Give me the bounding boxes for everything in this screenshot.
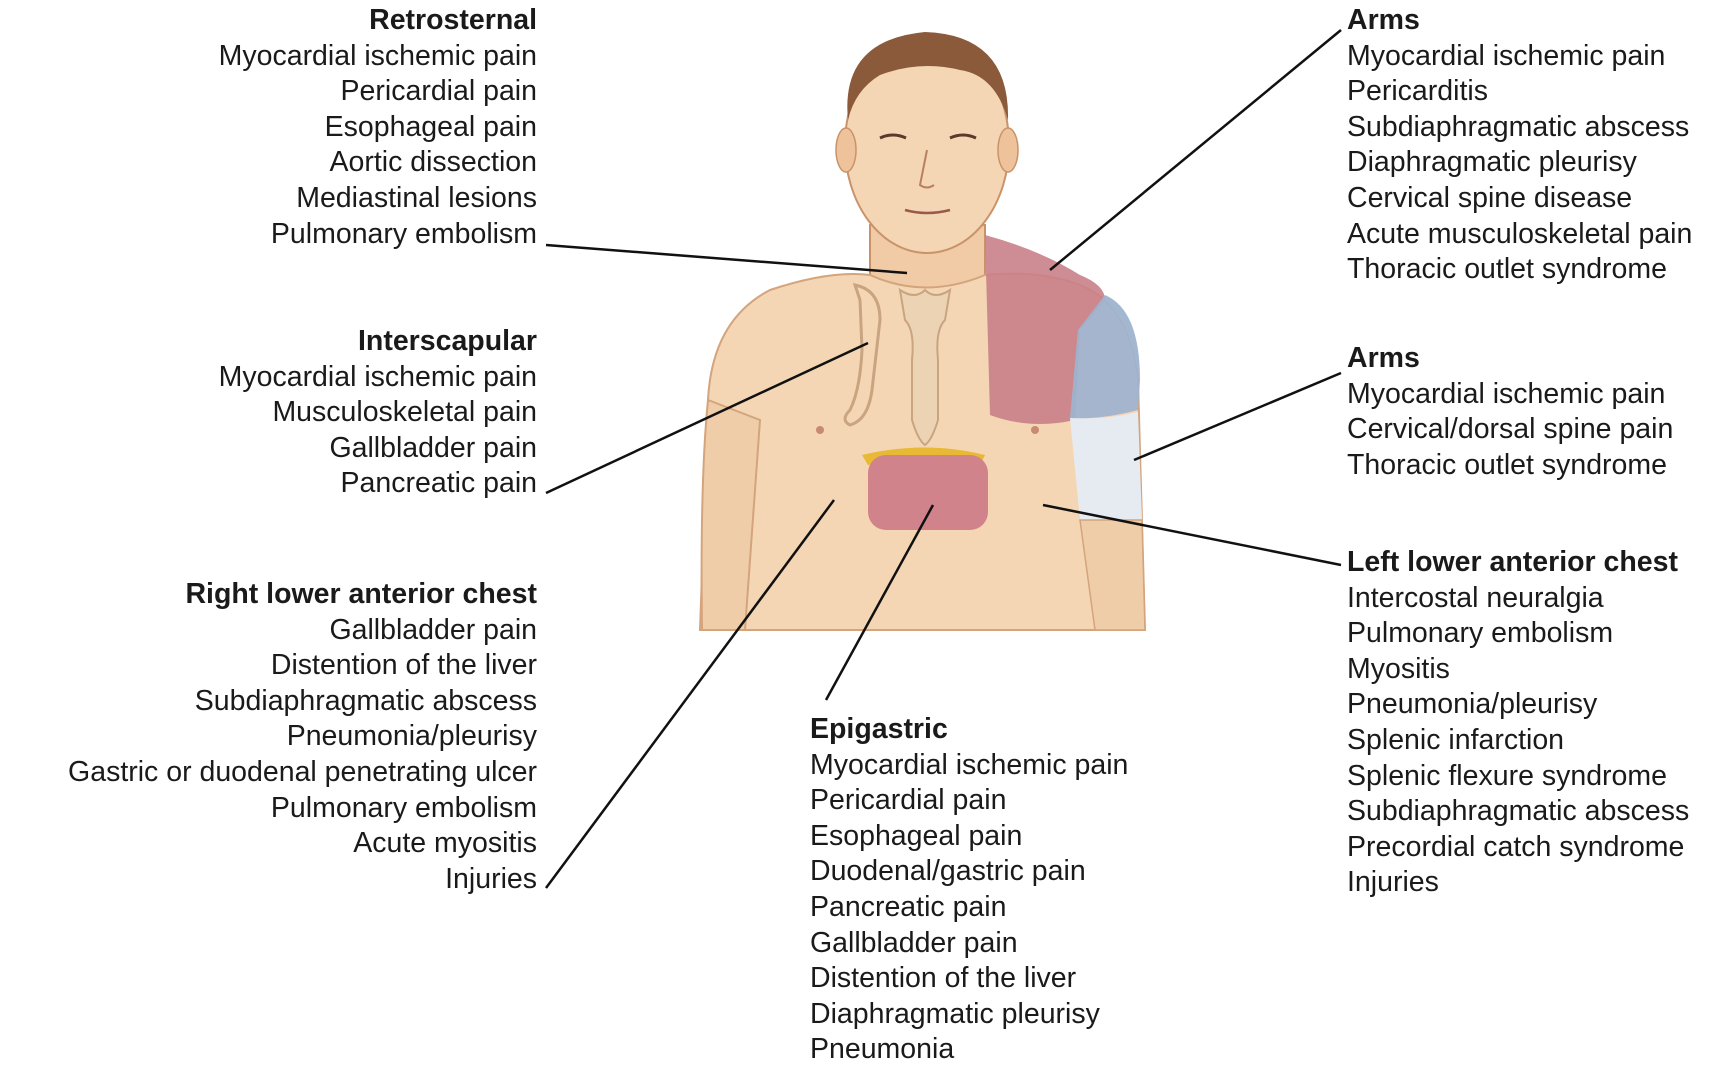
arms-lower-title: Arms: [1347, 341, 1673, 377]
list-item: Thoracic outlet syndrome: [1347, 448, 1673, 484]
list-item: Intercostal neuralgia: [1347, 581, 1689, 617]
list-item: Gallbladder pain: [219, 431, 537, 467]
list-item: Pneumonia/pleurisy: [68, 719, 537, 755]
list-item: Pericardial pain: [810, 783, 1128, 819]
list-item: Myocardial ischemic pain: [219, 360, 537, 396]
list-item: Duodenal/gastric pain: [810, 854, 1128, 890]
list-item: Pulmonary embolism: [1347, 616, 1689, 652]
list-item: Pericarditis: [1347, 74, 1692, 110]
nipple-right: [816, 426, 824, 434]
list-item: Myocardial ischemic pain: [1347, 39, 1692, 75]
list-item: Myocardial ischemic pain: [1347, 377, 1673, 413]
retrosternal-title: Retrosternal: [219, 3, 537, 39]
list-item: Mediastinal lesions: [219, 181, 537, 217]
list-item: Acute musculoskeletal pain: [1347, 217, 1692, 253]
arms-upper-title: Arms: [1347, 3, 1692, 39]
left-lower-anterior-chest-title: Left lower anterior chest: [1347, 545, 1689, 581]
list-item: Gallbladder pain: [68, 613, 537, 649]
interscapular-title: Interscapular: [219, 324, 537, 360]
list-item: Pancreatic pain: [810, 890, 1128, 926]
retrosternal-group: Retrosternal Myocardial ischemic pain Pe…: [219, 3, 537, 252]
list-item: Pancreatic pain: [219, 466, 537, 502]
leader-right-lower-anterior-chest: [546, 500, 834, 888]
list-item: Cervical spine disease: [1347, 181, 1692, 217]
right-lower-anterior-chest-title: Right lower anterior chest: [68, 577, 537, 613]
list-item: Precordial catch syndrome: [1347, 830, 1689, 866]
list-item: Esophageal pain: [810, 819, 1128, 855]
list-item: Gastric or duodenal penetrating ulcer: [68, 755, 537, 791]
list-item: Distention of the liver: [810, 961, 1128, 997]
arms-upper-group: Arms Myocardial ischemic pain Pericardit…: [1347, 3, 1692, 288]
list-item: Splenic infarction: [1347, 723, 1689, 759]
ear-left: [836, 128, 856, 172]
list-item: Subdiaphragmatic abscess: [1347, 110, 1692, 146]
list-item: Esophageal pain: [219, 110, 537, 146]
interscapular-group: Interscapular Myocardial ischemic pain M…: [219, 324, 537, 502]
epigastric-group: Epigastric Myocardial ischemic pain Peri…: [810, 712, 1128, 1068]
list-item: Aortic dissection: [219, 145, 537, 181]
list-item: Gallbladder pain: [810, 926, 1128, 962]
right-lower-anterior-chest-group: Right lower anterior chest Gallbladder p…: [68, 577, 537, 897]
list-item: Myositis: [1347, 652, 1689, 688]
epigastric-title: Epigastric: [810, 712, 1128, 748]
list-item: Pulmonary embolism: [219, 217, 537, 253]
torso-illustration: [700, 32, 1145, 630]
list-item: Myocardial ischemic pain: [810, 748, 1128, 784]
ear-right: [998, 128, 1018, 172]
leader-arms-lower: [1134, 373, 1341, 460]
list-item: Cervical/dorsal spine pain: [1347, 412, 1673, 448]
list-item: Splenic flexure syndrome: [1347, 759, 1689, 795]
list-item: Injuries: [68, 862, 537, 898]
list-item: Myocardial ischemic pain: [219, 39, 537, 75]
nipple-left: [1031, 426, 1039, 434]
arms-lower-group: Arms Myocardial ischemic pain Cervical/d…: [1347, 341, 1673, 483]
leader-arms-upper: [1050, 30, 1341, 270]
lower-arm-pain-region: [1070, 412, 1142, 523]
list-item: Injuries: [1347, 865, 1689, 901]
list-item: Diaphragmatic pleurisy: [1347, 145, 1692, 181]
list-item: Diaphragmatic pleurisy: [810, 997, 1128, 1033]
list-item: Pericardial pain: [219, 74, 537, 110]
list-item: Subdiaphragmatic abscess: [1347, 794, 1689, 830]
list-item: Subdiaphragmatic abscess: [68, 684, 537, 720]
left-lower-anterior-chest-group: Left lower anterior chest Intercostal ne…: [1347, 545, 1689, 901]
epigastric-pain-region: [868, 455, 988, 530]
list-item: Musculoskeletal pain: [219, 395, 537, 431]
list-item: Pneumonia/pleurisy: [1347, 687, 1689, 723]
leader-retrosternal: [546, 245, 907, 273]
list-item: Pulmonary embolism: [68, 791, 537, 827]
list-item: Thoracic outlet syndrome: [1347, 252, 1692, 288]
list-item: Acute myositis: [68, 826, 537, 862]
list-item: Distention of the liver: [68, 648, 537, 684]
